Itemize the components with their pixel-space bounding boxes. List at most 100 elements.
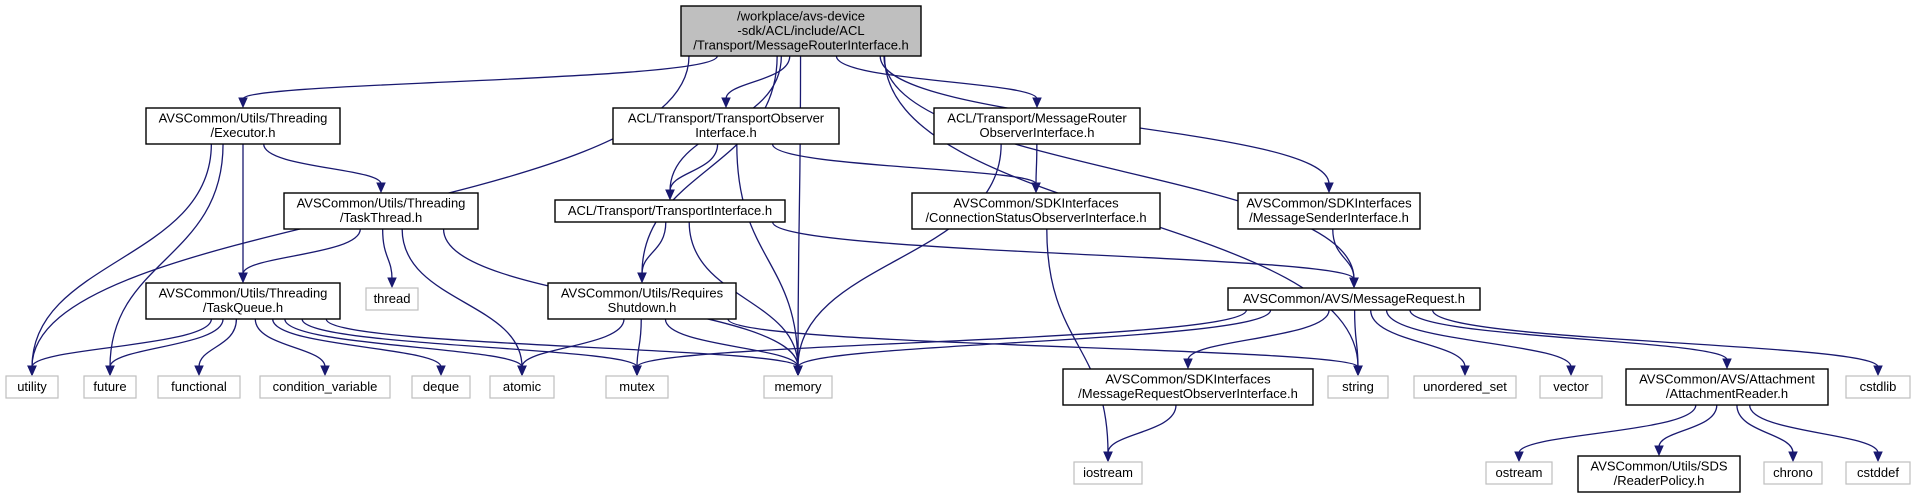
edge-msgreq-to-mutex: [636, 309, 1248, 368]
edge-root-to-msgreq: [883, 55, 1355, 280]
node-ostream: ostream: [1485, 461, 1553, 485]
edge-ti-to-reqshut: [641, 221, 667, 275]
node-unordered: unordered_set: [1413, 375, 1517, 399]
node-msi[interactable]: AVSCommon/SDKInterfaces/MessageSenderInt…: [1237, 192, 1421, 230]
node-label-taskqueue-line-0: AVSCommon/Utils/Threading: [159, 286, 328, 301]
node-label-readerpolicy-line-1: /ReaderPolicy.h: [1614, 473, 1705, 488]
edge-taskqueue-to-mutex: [301, 318, 638, 368]
node-ti[interactable]: ACL/Transport/TransportInterface.h: [554, 199, 786, 223]
edge-msgreq-to-mroi: [1187, 309, 1330, 361]
edge-ti-to-msgreq: [771, 221, 1355, 280]
node-box-root: [680, 5, 922, 57]
node-functional: functional: [157, 375, 241, 399]
edge-taskqueue-to-future: [109, 318, 224, 368]
edge-msgreq-to-attreader: [1409, 309, 1728, 361]
arrowhead-attreader-to-chrono: [1788, 451, 1798, 463]
edge-taskqueue-to-deque: [272, 318, 442, 368]
node-box-utility: [5, 375, 59, 399]
node-root[interactable]: /workplace/avs-device-sdk/ACL/include/AC…: [680, 5, 922, 57]
node-label-string-line-0: string: [1342, 379, 1374, 394]
arrowhead-root-to-executor: [238, 97, 248, 109]
node-label-root-line-1: -sdk/ACL/include/ACL: [737, 23, 864, 38]
arrowhead-attreader-to-readerpolicy: [1654, 445, 1664, 457]
node-readerpolicy[interactable]: AVSCommon/Utils/SDS/ReaderPolicy.h: [1577, 455, 1741, 493]
node-mutex: mutex: [605, 375, 669, 399]
node-box-taskqueue: [145, 282, 341, 320]
node-iostream: iostream: [1073, 461, 1143, 485]
arrowhead-reqshut-to-atomic: [517, 365, 527, 377]
edge-mro-to-memory: [797, 143, 1002, 368]
arrowhead-taskthread-to-thread: [387, 277, 397, 289]
arrowhead-msgreq-to-unordered: [1460, 365, 1470, 377]
node-label-reqshut-line-1: Shutdown.h: [608, 300, 677, 315]
edge-msgreq-to-cstdlib: [1431, 309, 1879, 368]
node-taskthread[interactable]: AVSCommon/Utils/Threading/TaskThread.h: [283, 192, 479, 230]
node-box-msi: [1237, 192, 1421, 230]
edge-taskthread-to-taskqueue: [242, 228, 361, 275]
node-box-mroi: [1062, 368, 1314, 406]
nodes-layer: /workplace/avs-device-sdk/ACL/include/AC…: [5, 5, 1911, 493]
node-label-iostream-line-0: iostream: [1083, 465, 1133, 480]
node-box-executor: [145, 107, 341, 145]
node-chrono: chrono: [1763, 461, 1823, 485]
node-label-condvar-line-0: condition_variable: [273, 379, 378, 394]
arrowhead-executor-to-taskthread: [376, 182, 386, 194]
node-msgreq[interactable]: AVSCommon/AVS/MessageRequest.h: [1227, 287, 1481, 311]
node-box-taskthread: [283, 192, 479, 230]
node-box-csoi: [911, 192, 1161, 230]
node-box-chrono: [1763, 461, 1823, 485]
node-label-future-line-0: future: [93, 379, 126, 394]
edges-layer: [27, 55, 1883, 463]
arrowhead-msgreq-to-memory: [793, 365, 803, 377]
arrowhead-tto-to-ti: [665, 189, 675, 201]
node-tto[interactable]: ACL/Transport/TransportObserverInterface…: [612, 107, 840, 145]
node-executor[interactable]: AVSCommon/Utils/Threading/Executor.h: [145, 107, 341, 145]
node-label-mutex-line-0: mutex: [619, 379, 655, 394]
node-box-iostream: [1073, 461, 1143, 485]
edge-root-to-executor: [242, 55, 718, 100]
node-label-taskqueue-line-1: /TaskQueue.h: [203, 300, 283, 315]
edge-msgreq-to-memory: [797, 309, 1272, 368]
node-box-mutex: [605, 375, 669, 399]
node-vector: vector: [1539, 375, 1603, 399]
node-label-root-line-2: /Transport/MessageRouterInterface.h: [693, 37, 909, 52]
node-atomic: atomic: [489, 375, 555, 399]
node-memory: memory: [763, 375, 833, 399]
arrowhead-taskqueue-to-condvar: [320, 365, 330, 377]
arrowhead-ti-to-reqshut: [637, 272, 647, 284]
edge-taskqueue-to-functional: [198, 318, 238, 368]
arrowhead-taskqueue-to-functional: [194, 365, 204, 377]
node-label-thread-line-0: thread: [374, 291, 411, 306]
node-label-vector-line-0: vector: [1553, 379, 1589, 394]
edge-tto-to-csoi: [771, 143, 1037, 185]
node-label-memory-line-0: memory: [775, 379, 822, 394]
node-mro[interactable]: ACL/Transport/MessageRouterObserverInter…: [933, 107, 1141, 145]
node-label-msgreq-line-0: AVSCommon/AVS/MessageRequest.h: [1243, 291, 1465, 306]
node-label-csoi-line-1: /ConnectionStatusObserverInterface.h: [925, 210, 1146, 225]
node-box-atomic: [489, 375, 555, 399]
edge-mro-to-csoi: [1035, 143, 1038, 185]
node-box-cstddef: [1845, 461, 1911, 485]
node-taskqueue[interactable]: AVSCommon/Utils/Threading/TaskQueue.h: [145, 282, 341, 320]
node-label-root-line-0: /workplace/avs-device: [737, 8, 865, 23]
node-label-tto-line-0: ACL/Transport/TransportObserver: [628, 111, 825, 126]
node-label-taskthread-line-0: AVSCommon/Utils/Threading: [297, 196, 466, 211]
node-csoi[interactable]: AVSCommon/SDKInterfaces/ConnectionStatus…: [911, 192, 1161, 230]
node-utility: utility: [5, 375, 59, 399]
node-box-cstdlib: [1845, 375, 1911, 399]
arrowhead-mro-to-csoi: [1031, 182, 1041, 194]
node-attreader[interactable]: AVSCommon/AVS/Attachment/AttachmentReade…: [1625, 368, 1829, 406]
node-cstddef: cstddef: [1845, 461, 1911, 485]
edge-ti-to-memory: [688, 221, 799, 368]
node-box-ostream: [1485, 461, 1553, 485]
node-mroi[interactable]: AVSCommon/SDKInterfaces/MessageRequestOb…: [1062, 368, 1314, 406]
edge-root-to-mro: [835, 55, 1038, 100]
node-box-functional: [157, 375, 241, 399]
node-string: string: [1327, 375, 1389, 399]
arrowhead-attreader-to-cstddef: [1873, 451, 1883, 463]
edge-reqshut-to-memory: [664, 318, 799, 368]
node-box-ti: [554, 199, 786, 223]
edge-msgreq-to-vector: [1385, 309, 1572, 368]
